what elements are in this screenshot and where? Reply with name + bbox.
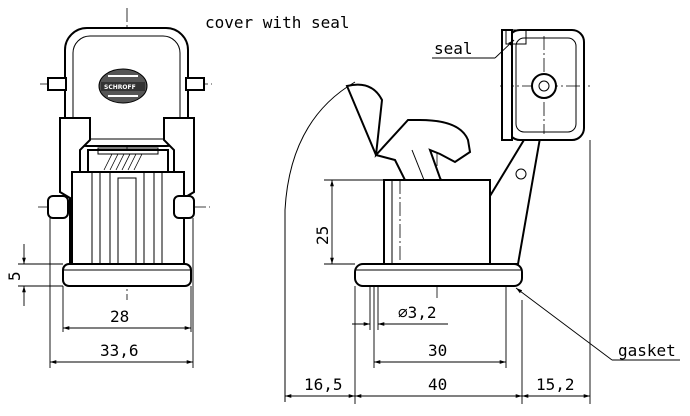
- dim-front-outer-width-label: 33,6: [100, 341, 139, 360]
- dim-base-length-label: 40: [428, 375, 447, 394]
- front-cover-pin-left: [47, 77, 67, 91]
- front-view: SCHROFF: [5, 8, 212, 368]
- gasket-callout: gasket: [515, 287, 680, 361]
- front-hinge-cap: [97, 147, 159, 155]
- dim-front-base-height: 5: [5, 244, 63, 306]
- gasket-label: gasket: [618, 341, 676, 360]
- dim-hole-diameter-label: ∅3,2: [398, 303, 437, 322]
- side-base-flange: [354, 263, 523, 287]
- side-strut: [489, 128, 542, 265]
- dim-front-outer-width: 33,6: [49, 218, 194, 368]
- dim-hole-spacing-label: 30: [428, 341, 447, 360]
- seal-label: seal: [434, 39, 473, 58]
- dim-side-height-label: 25: [313, 226, 332, 245]
- cover-seal: [505, 29, 527, 45]
- front-base-flange: [62, 263, 192, 287]
- strut-pin: [515, 168, 527, 180]
- caption: cover with seal: [205, 13, 350, 32]
- dim-front-base-height-label: 5: [5, 271, 24, 281]
- logo-text: SCHROFF: [104, 84, 136, 91]
- front-housing: [71, 171, 185, 265]
- schroff-logo: SCHROFF: [98, 68, 148, 104]
- front-hinge-hatching: [103, 153, 143, 171]
- dim-front-inner-width: 28: [62, 286, 192, 332]
- dim-hole-diameter: ∅3,2: [352, 286, 448, 330]
- front-pivot-right: [173, 195, 195, 219]
- dim-left-overhang-label: 16,5: [304, 375, 343, 394]
- side-view: seal gasket 25 ∅3,2 30: [284, 29, 680, 404]
- front-pivot-left: [47, 195, 69, 219]
- front-cover-inner: [72, 35, 181, 140]
- seal-callout: seal: [432, 39, 515, 59]
- dim-front-inner-width-label: 28: [110, 307, 129, 326]
- swing-arc: [284, 81, 356, 402]
- cover-knob: [531, 73, 557, 99]
- front-hinge-block: [87, 149, 169, 173]
- dim-chain-bottom: 16,5 40 15,2: [285, 140, 591, 404]
- dim-hole-spacing: 30: [373, 286, 507, 368]
- side-housing: [383, 179, 491, 265]
- front-cover-pin-right: [185, 77, 205, 91]
- dim-right-overhang-label: 15,2: [536, 375, 575, 394]
- dim-side-height: 25: [313, 179, 384, 265]
